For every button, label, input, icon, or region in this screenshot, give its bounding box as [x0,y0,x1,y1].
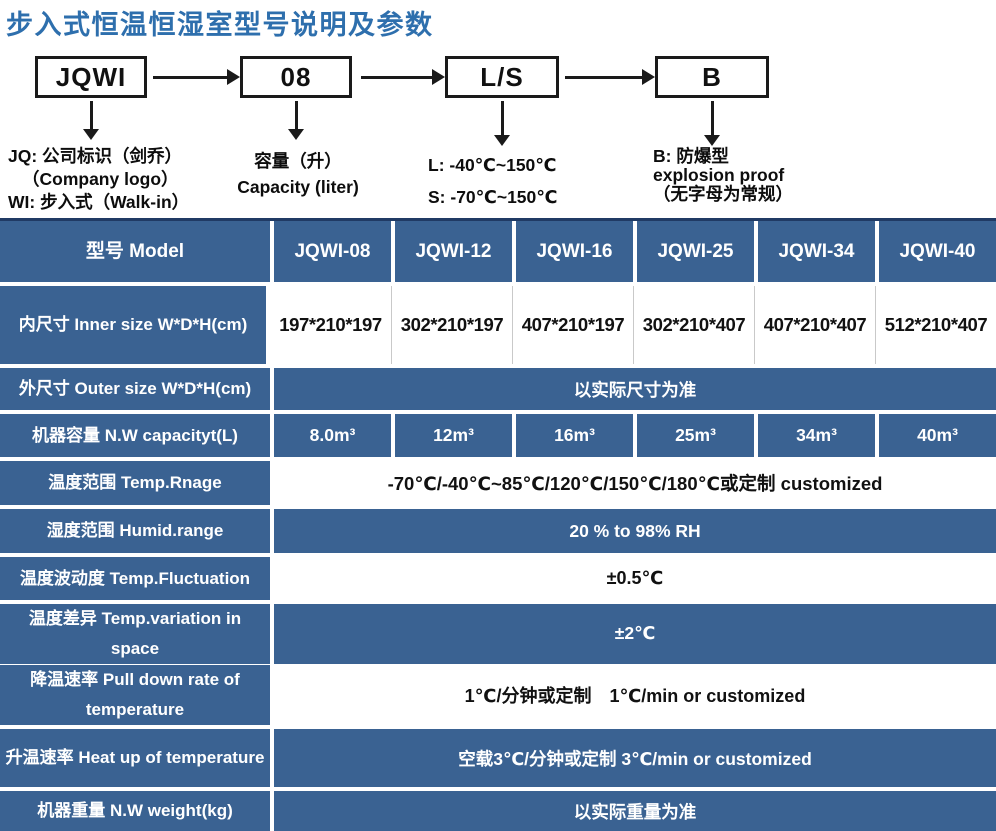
value-cell: 16m³ [516,414,633,457]
table-row: 温度波动度 Temp.Fluctuation±0.5℃ [0,557,996,600]
row-label: 湿度范围 Humid.range [0,509,270,553]
note-line: JQ: 公司标识（剑乔） [8,146,183,166]
note-line: Capacity (liter) [237,177,359,197]
flow-arrow-down-icon [288,101,304,140]
row-label: 机器容量 N.W capacityt(L) [0,414,270,457]
row-label: 机器重量 N.W weight(kg) [0,791,270,831]
page-title: 步入式恒温恒湿室型号说明及参数 [6,10,434,40]
value-cell: 302*210*197 [391,286,512,364]
note-line: S: -70℃~150℃ [428,187,558,207]
row-label: 升温速率 Heat up of temperature [0,729,270,787]
row-label: 外尺寸 Outer size W*D*H(cm) [0,368,270,410]
header-model-cell: JQWI-34 [758,221,875,282]
header-model-cell: JQWI-16 [516,221,633,282]
flow-arrow-right-icon [565,69,655,85]
note-line: （Company logo） [22,169,179,189]
flow-arrow-right-icon [153,69,240,85]
note-line: L: -40℃~150℃ [428,155,557,175]
table-row: 外尺寸 Outer size W*D*H(cm)以实际尺寸为准 [0,368,996,410]
merged-value-cell: 空载3℃/分钟或定制 3℃/min or customized [274,729,996,787]
diagram-note-explosion: B: 防爆型 explosion proof （无字母为常规） [653,147,793,204]
value-cell: 12m³ [395,414,512,457]
value-cell: 25m³ [637,414,754,457]
value-cell: 407*210*197 [512,286,633,364]
diagram-note-company: JQ: 公司标识（剑乔） （Company logo） WI: 步入式（Walk… [8,145,189,214]
table-row: 温度差异 Temp.variation in space±2℃ [0,604,996,664]
table-row: 温度范围 Temp.Rnage-70℃/-40℃~85℃/120℃/150℃/1… [0,461,996,505]
model-code-diagram: JQWI 08 L/S B JQ: 公司标识（剑乔） （Company logo… [0,45,996,218]
row-label: 温度波动度 Temp.Fluctuation [0,557,270,600]
header-label-model: 型号 Model [0,221,270,282]
note-line: （无字母为常规） [653,184,793,204]
value-cell: 407*210*407 [754,286,875,364]
header-model-cell: JQWI-40 [879,221,996,282]
merged-value-cell: 20 % to 98% RH [274,509,996,553]
merged-value-cell: 1℃/分钟或定制 1℃/min or customized [274,665,996,725]
merged-value-cell: 以实际尺寸为准 [274,368,996,410]
value-cell: 40m³ [879,414,996,457]
header-model-cell: JQWI-25 [637,221,754,282]
value-cell: 197*210*197 [270,286,391,364]
diagram-note-temp-range: L: -40℃~150℃ S: -70℃~150℃ [428,149,557,213]
row-label: 降温速率 Pull down rate of temperature [0,665,270,725]
diagram-box-explosion-code: B [655,56,769,98]
flow-arrow-down-icon [704,101,720,146]
row-label: 内尺寸 Inner size W*D*H(cm) [0,286,270,364]
note-line: explosion proof [653,165,785,185]
row-label: 温度差异 Temp.variation in space [0,604,270,664]
table-row: 机器重量 N.W weight(kg)以实际重量为准 [0,791,996,831]
value-cell: 34m³ [758,414,875,457]
diagram-box-company-code: JQWI [35,56,147,98]
note-line: WI: 步入式（Walk-in） [8,192,190,212]
note-line: B: 防爆型 [653,146,729,166]
row-label: 温度范围 Temp.Rnage [0,461,270,505]
merged-value-cell: -70℃/-40℃~85℃/120℃/150℃/180℃或定制 customiz… [274,461,996,505]
merged-value-cell: 以实际重量为准 [274,791,996,831]
flow-arrow-right-icon [361,69,445,85]
header-model-cell: JQWI-12 [395,221,512,282]
header-model-cell: JQWI-08 [274,221,391,282]
diagram-box-temp-range-code: L/S [445,56,559,98]
value-cell: 8.0m³ [274,414,391,457]
merged-value-cell: ±2℃ [274,604,996,664]
diagram-note-capacity: 容量（升） Capacity (liter) [198,148,398,200]
value-cell: 512*210*407 [875,286,996,364]
merged-value-cell: ±0.5℃ [274,557,996,600]
diagram-box-capacity-code: 08 [240,56,352,98]
flow-arrow-down-icon [494,101,510,146]
value-cell: 302*210*407 [633,286,754,364]
flow-arrow-down-icon [83,101,99,140]
note-line: 容量（升） [254,151,342,171]
